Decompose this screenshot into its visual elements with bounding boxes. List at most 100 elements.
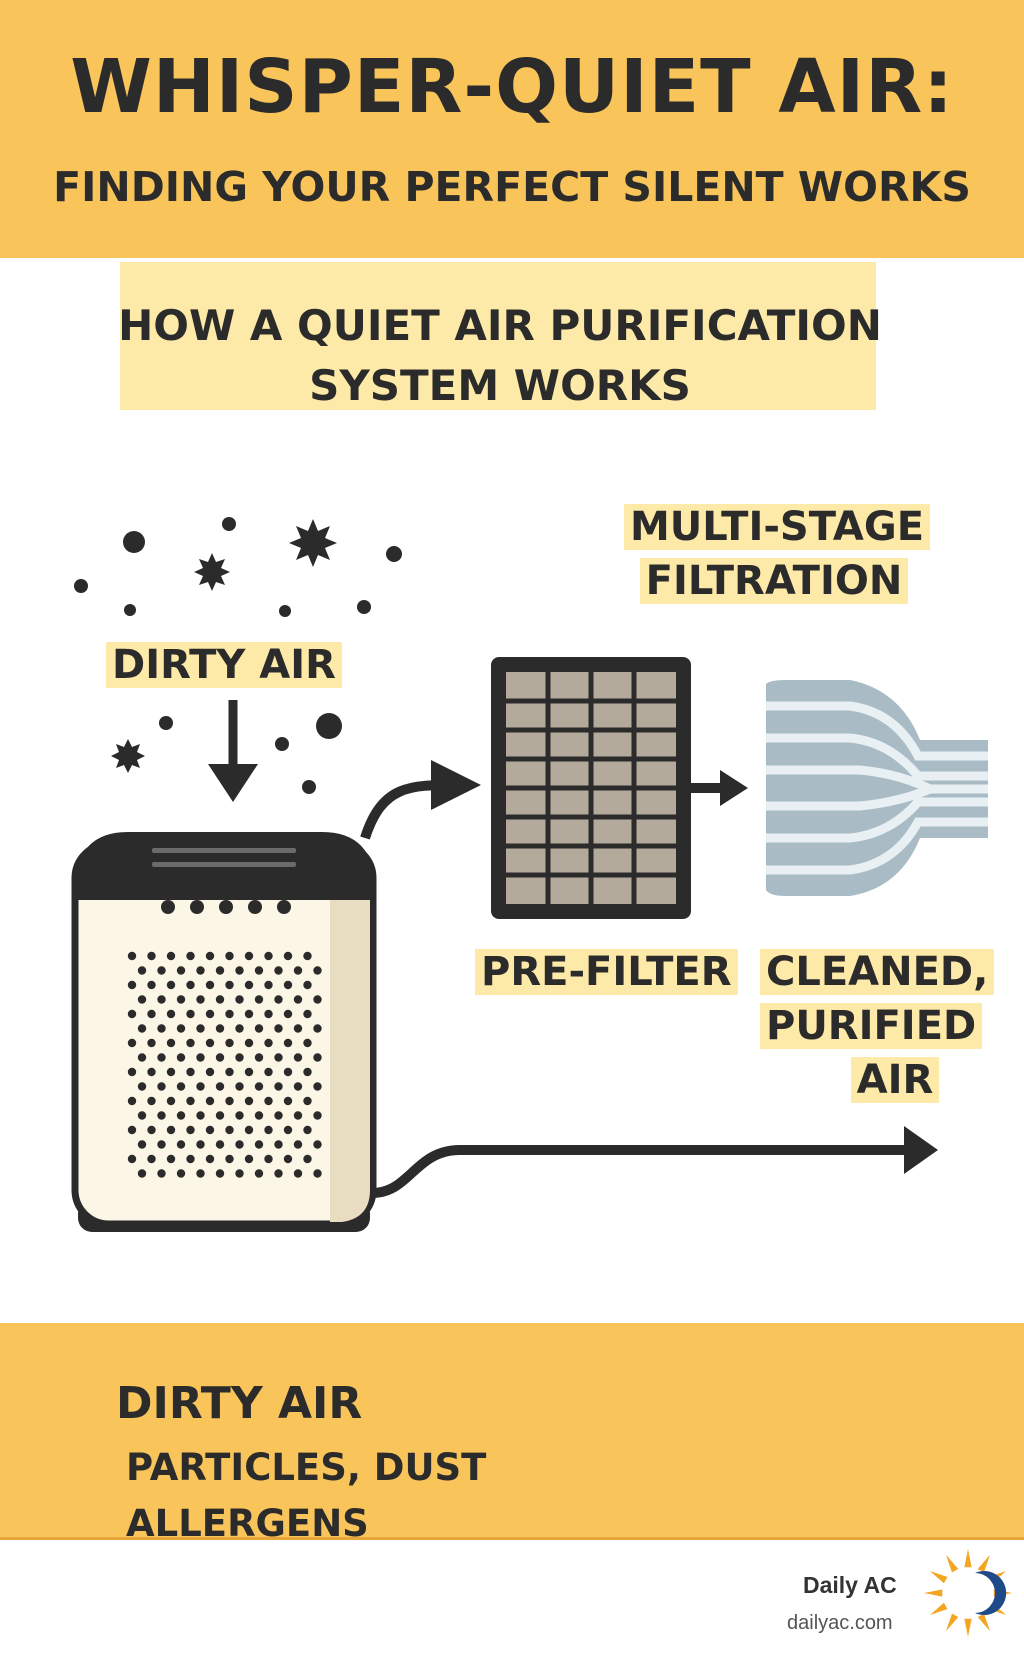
vent-hole (205, 1067, 215, 1077)
vent-hole (205, 1038, 215, 1048)
vent-hole (244, 1096, 254, 1106)
vent-hole (264, 980, 273, 990)
sun-ray (964, 1549, 972, 1568)
vent-hole (303, 951, 312, 961)
vent-hole (293, 1053, 303, 1062)
vent-hole (235, 1024, 244, 1033)
vent-hole (166, 1038, 176, 1048)
page-title: WHISPER-QUIET AIR: (70, 44, 954, 130)
vent-hole (186, 1038, 195, 1048)
vent-hole (186, 951, 195, 961)
dust-particles (74, 517, 402, 794)
vent-hole (254, 1024, 264, 1033)
vent-hole (166, 1154, 176, 1164)
vent-hole (215, 995, 225, 1004)
clean-label-line3: AIR (850, 1057, 940, 1103)
vent-hole (264, 951, 273, 961)
vent-hole (186, 1125, 195, 1135)
dirty-air-label: DIRTY AIR (106, 638, 342, 692)
vent-hole (157, 995, 166, 1004)
vent-hole (303, 1096, 312, 1106)
vent-hole (225, 1038, 234, 1048)
vent-hole (166, 951, 176, 961)
vent-hole (186, 1096, 195, 1106)
vent-hole (147, 1067, 156, 1077)
header-banner (0, 0, 1024, 258)
output-arrowhead (904, 1126, 938, 1174)
sun-ray (964, 1618, 972, 1637)
vent-hole (254, 966, 264, 975)
vent-hole (166, 1125, 176, 1135)
vent-hole (274, 1053, 283, 1062)
vent-hole (313, 1082, 322, 1091)
brand-url[interactable]: dailyac.com (787, 1612, 893, 1634)
vent-hole (137, 1169, 147, 1178)
sun-ray (929, 1571, 948, 1584)
cleaned-air-label: CLEANED, PURIFIED AIR (760, 945, 995, 1107)
vent-hole (137, 1053, 147, 1062)
arrow-to-hepa (691, 770, 748, 806)
vent-hole (313, 1024, 322, 1033)
vent-hole (176, 995, 186, 1004)
indicator-lights (161, 900, 291, 914)
vent-hole (274, 1082, 283, 1091)
band-sub-line2: ALLERGENS (126, 1502, 369, 1545)
stage-label-line1: MULTI-STAGE (624, 504, 931, 550)
section-title: HOW A QUIET AIR PURIFICATION SYSTEM WORK… (110, 296, 890, 416)
vent-hole (313, 1169, 322, 1178)
vent-hole (235, 995, 244, 1004)
vent-hole (225, 980, 234, 990)
vent-hole (303, 980, 312, 990)
vent-hole (244, 951, 254, 961)
vent-hole (254, 1082, 264, 1091)
sun-ray (929, 1602, 948, 1615)
vent-hole (293, 1082, 303, 1091)
multi-stage-filtration-label: MULTI-STAGE FILTRATION (624, 500, 931, 608)
vent-hole (283, 1125, 293, 1135)
vent-hole (313, 1111, 322, 1120)
vent-hole (283, 1009, 293, 1019)
vent-hole (244, 1125, 254, 1135)
vent-hole (274, 1140, 283, 1149)
vent-grille (127, 951, 322, 1178)
vent-hole (293, 995, 303, 1004)
vent-hole (176, 1024, 186, 1033)
sun-ray (977, 1613, 990, 1632)
vent-hole (127, 980, 137, 990)
summary-band (0, 1323, 1024, 1540)
vent-hole (137, 1024, 147, 1033)
vent-hole (244, 1009, 254, 1019)
page-subtitle: FINDING YOUR PERFECT SILENT WORKS (53, 163, 971, 211)
vent-hole (196, 995, 205, 1004)
vent-hole (244, 1038, 254, 1048)
clean-label-line2: PURIFIED (760, 1003, 983, 1049)
vent-hole (127, 1154, 137, 1164)
section-title-highlight (120, 262, 876, 410)
vent-hole (127, 1096, 137, 1106)
vent-hole (313, 1053, 322, 1062)
vent-hole (166, 1067, 176, 1077)
pre-filter-label: PRE-FILTER (475, 945, 738, 999)
vent-hole (205, 951, 215, 961)
vent-hole (166, 980, 176, 990)
vent-hole (205, 1009, 215, 1019)
vent-hole (196, 1140, 205, 1149)
vent-hole (176, 1082, 186, 1091)
vent-hole (274, 1024, 283, 1033)
vent-hole (186, 980, 195, 990)
vent-hole (254, 1140, 264, 1149)
vent-hole (313, 1140, 322, 1149)
vent-hole (303, 1154, 312, 1164)
vent-hole (293, 1111, 303, 1120)
vent-hole (244, 1154, 254, 1164)
vent-hole (274, 1169, 283, 1178)
vent-hole (303, 1009, 312, 1019)
vent-hole (274, 966, 283, 975)
vent-hole (274, 1111, 283, 1120)
vent-hole (157, 1082, 166, 1091)
vent-hole (303, 1038, 312, 1048)
vent-hole (137, 1082, 147, 1091)
sun-ray (924, 1589, 943, 1597)
vent-hole (264, 1125, 273, 1135)
vent-hole (293, 966, 303, 975)
